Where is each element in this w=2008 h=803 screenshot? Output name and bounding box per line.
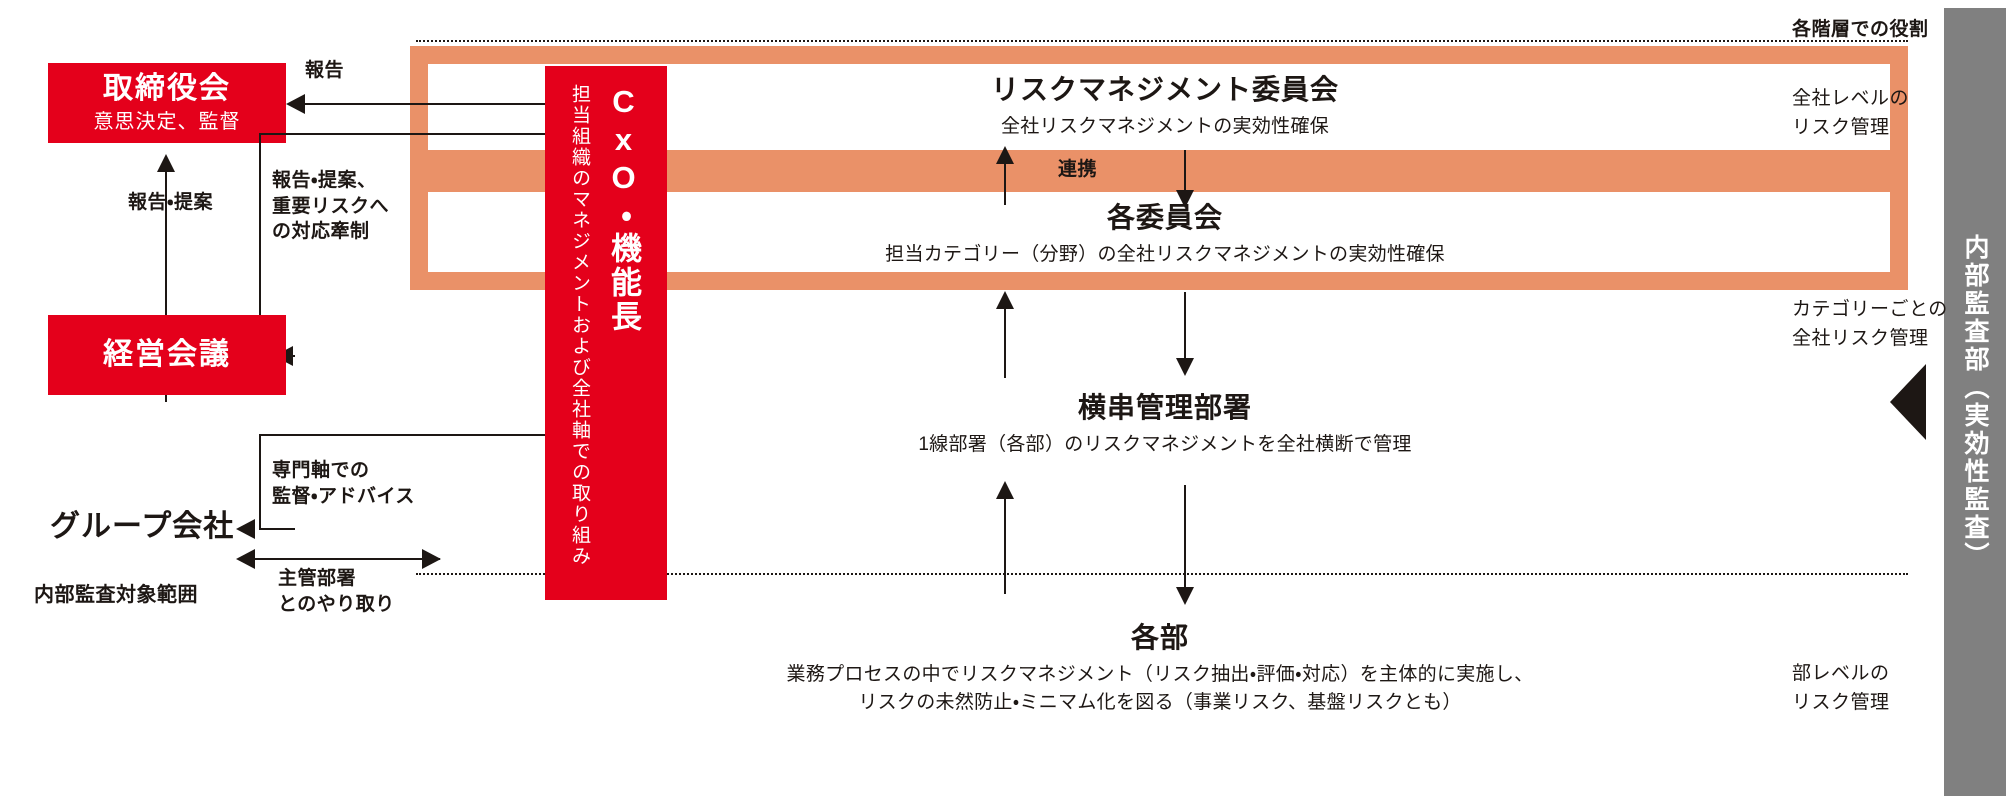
level-each-committee: 各委員会 担当カテゴリー（分野）の全社リスクマネジメントの実効性確保	[600, 200, 1730, 268]
board-of-directors-box: 取締役会 意思決定、監督	[48, 63, 286, 143]
rm-committee-panel	[428, 64, 1890, 150]
level-cross-management-title: 横串管理部署	[1077, 392, 1252, 423]
report-risk-top-line	[259, 133, 545, 135]
cross-to-dept-down-arrow-icon	[1176, 587, 1194, 605]
level-departments-subtitle-2: リスクの未然防止・ミニマム化を図る（事業リスク、基盤リスクとも）	[858, 692, 1462, 714]
internal-audit-scope-label: 内部監査対象範囲	[34, 584, 198, 606]
level-rm-committee-subtitle: 全社リスクマネジメントの実効性確保	[1000, 116, 1330, 138]
specialist-advice-arrow-icon	[236, 519, 255, 539]
management-meeting-title: 経営会議	[103, 337, 231, 371]
internal-audit-sidebar-label: 内部監査部（実効性監査）	[1961, 234, 1989, 570]
role-label-company-level: 全社レベルの リスク管理	[1792, 88, 1910, 138]
jurisdiction-exchange-left-arrow-icon	[236, 549, 255, 569]
report-risk-label: 報告・提案、 重要リスクへ の対応牽制	[272, 170, 390, 243]
cooperation-up-arrow-icon	[996, 146, 1014, 164]
board-of-directors-subtitle: 意思決定、監督	[93, 110, 241, 133]
report-to-board-label: 報告	[305, 60, 345, 81]
report-risk-vertical-line	[259, 133, 261, 356]
divider-category-department	[416, 573, 1908, 575]
roles-column-header: 各階層での役割	[1792, 19, 1929, 40]
cooperation-label: 連携	[1058, 159, 1098, 180]
report-proposal-arrow-icon	[157, 154, 175, 172]
cooperation-up-line	[1004, 155, 1006, 205]
cxo-function-head-title: CxO・機能長	[606, 84, 641, 334]
specialist-advice-vertical-line	[259, 434, 261, 530]
cooperation-down-arrow-icon	[1176, 190, 1194, 208]
internal-audit-sidebar: 内部監査部（実効性監査）	[1944, 8, 2006, 796]
cxo-function-head-subtitle: 担当組織のマネジメントおよび全社軸での取り組み	[569, 84, 590, 567]
specialist-advice-top-line	[259, 434, 545, 436]
cxo-function-head-bar: CxO・機能長 担当組織のマネジメントおよび全社軸での取り組み	[545, 66, 667, 600]
cross-to-dept-up-line	[1004, 490, 1006, 594]
level-each-committee-title: 各委員会	[1106, 202, 1223, 233]
divider-top	[416, 40, 1908, 42]
internal-audit-pointer-icon	[1890, 364, 1926, 440]
level-cross-management-subtitle: 1線部署（各部）のリスクマネジメントを全社横断で管理	[918, 434, 1412, 456]
level-rm-committee-title: リスクマネジメント委員会	[990, 74, 1339, 105]
management-meeting-box: 経営会議	[48, 315, 286, 395]
each-committee-panel	[428, 192, 1890, 272]
report-proposal-label: 報告・提案	[128, 192, 213, 213]
level-rm-committee: リスクマネジメント委員会 全社リスクマネジメントの実効性確保	[600, 72, 1730, 140]
level-each-committee-subtitle: 担当カテゴリー（分野）の全社リスクマネジメントの実効性確保	[885, 244, 1445, 266]
committee-to-cross-down-arrow-icon	[1176, 358, 1194, 376]
jurisdiction-exchange-label: 主管部署 とのやり取り	[278, 568, 395, 615]
board-of-directors-title: 取締役会	[103, 72, 231, 106]
level-departments-subtitle: 業務プロセスの中でリスクマネジメント（リスク抽出・評価・対応）を主体的に実施し、	[786, 664, 1534, 686]
level-departments: 各部 業務プロセスの中でリスクマネジメント（リスク抽出・評価・対応）を主体的に実…	[560, 620, 1760, 716]
level-departments-title: 各部	[1130, 622, 1189, 653]
report-to-board-line	[305, 103, 545, 105]
role-label-department-level: 部レベルの リスク管理	[1792, 663, 1890, 713]
committee-to-cross-down-line	[1184, 292, 1186, 366]
committee-to-cross-up-arrow-icon	[996, 291, 1014, 309]
cross-to-dept-down-line	[1184, 485, 1186, 595]
group-company-label: グループ会社	[50, 510, 235, 543]
specialist-advice-label: 専門軸での 監督・アドバイス	[272, 460, 415, 507]
report-proposal-line	[165, 172, 167, 402]
cooperation-down-line	[1184, 150, 1186, 198]
jurisdiction-exchange-right-arrow-icon	[422, 549, 441, 569]
specialist-advice-bottom-line	[259, 528, 295, 530]
committee-to-cross-up-line	[1004, 300, 1006, 378]
jurisdiction-exchange-line	[255, 558, 440, 560]
report-to-board-arrow-icon	[286, 94, 305, 114]
level-cross-management: 横串管理部署 1線部署（各部）のリスクマネジメントを全社横断で管理	[600, 390, 1730, 458]
cross-to-dept-up-arrow-icon	[996, 481, 1014, 499]
role-label-category-level: カテゴリーごとの 全社リスク管理	[1792, 299, 1948, 349]
